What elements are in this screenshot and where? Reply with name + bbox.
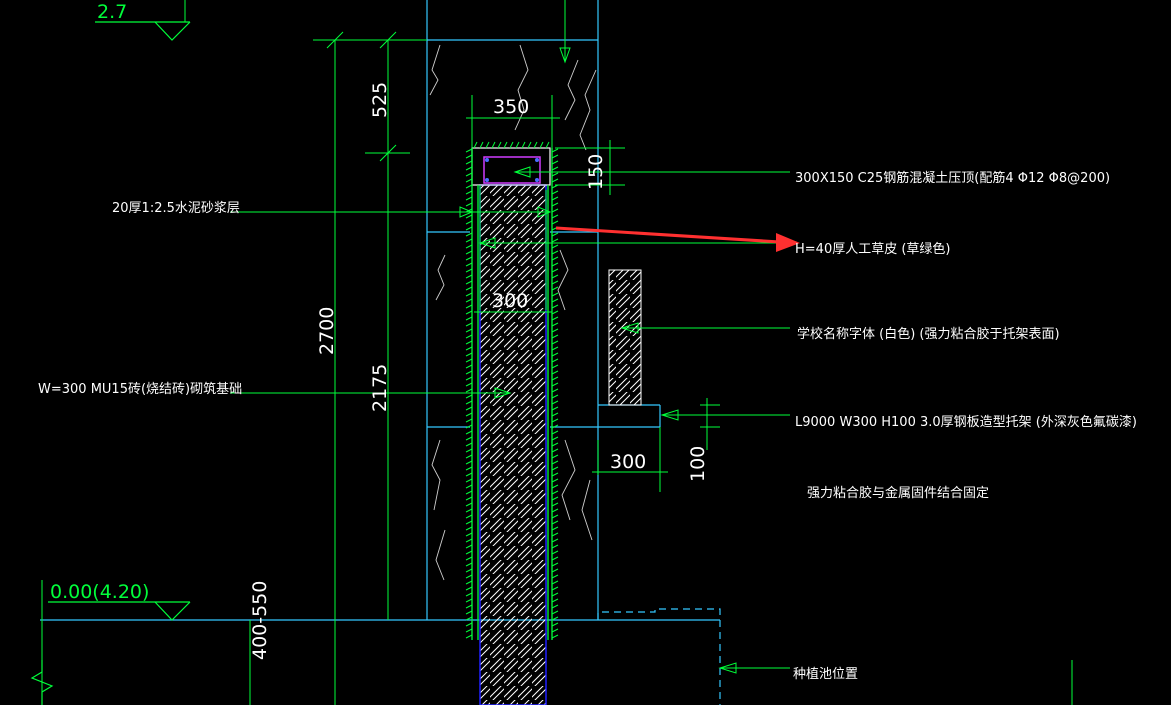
dim-2700: 2700 [316, 307, 338, 355]
break-line [30, 660, 54, 705]
dim-150: 150 [585, 154, 607, 190]
elevation-marker-top [95, 21, 191, 41]
note-planter: 种植池位置 [793, 667, 858, 682]
leader-arrowheads [459, 47, 737, 674]
brick-wall [479, 184, 547, 705]
dimension-lines [41, 0, 720, 705]
dim-300-bracket: 300 [610, 451, 646, 473]
rebar-dots [485, 158, 539, 182]
dim-300-wall: 300 [492, 290, 528, 312]
note-coping: 300X150 C25钢筋混凝土压顶(配筋4 Φ12 Φ8@200) [795, 170, 1110, 186]
note-bracket: L9000 W300 H100 3.0厚钢板造型托架 (外深灰色氟碳漆) [795, 414, 1137, 430]
dim-100: 100 [687, 446, 709, 482]
turf-ticks [465, 141, 559, 639]
leader-lines [230, 171, 1073, 705]
elevation-marker-ground [48, 601, 191, 621]
note-fixing: 强力粘合胶与金属固件结合固定 [807, 485, 989, 501]
note-mortar: 20厚1:2.5水泥砂浆层 [112, 201, 240, 216]
soil-texture [429, 44, 597, 581]
planter-outline [597, 608, 721, 705]
note-lettering: 学校名称字体 (白色) (强力粘合胶于托架表面) [797, 326, 1060, 342]
note-foundation: W=300 MU15砖(烧结砖)砌筑基础 [38, 381, 242, 397]
note-turf: H=40厚人工草皮 (草绿色) [795, 241, 951, 257]
dim-350: 350 [493, 96, 529, 118]
dim-2175: 2175 [369, 364, 391, 412]
red-annotation-arrow [555, 226, 800, 252]
dim-525: 525 [369, 82, 391, 118]
lettering-board [608, 269, 642, 406]
elevation-top-label: 2.7 [97, 1, 127, 23]
coping-rebar-stirrup [483, 156, 541, 184]
dim-400-550: 400-550 [249, 581, 271, 660]
elevation-ground-label: 0.00(4.20) [50, 581, 149, 603]
